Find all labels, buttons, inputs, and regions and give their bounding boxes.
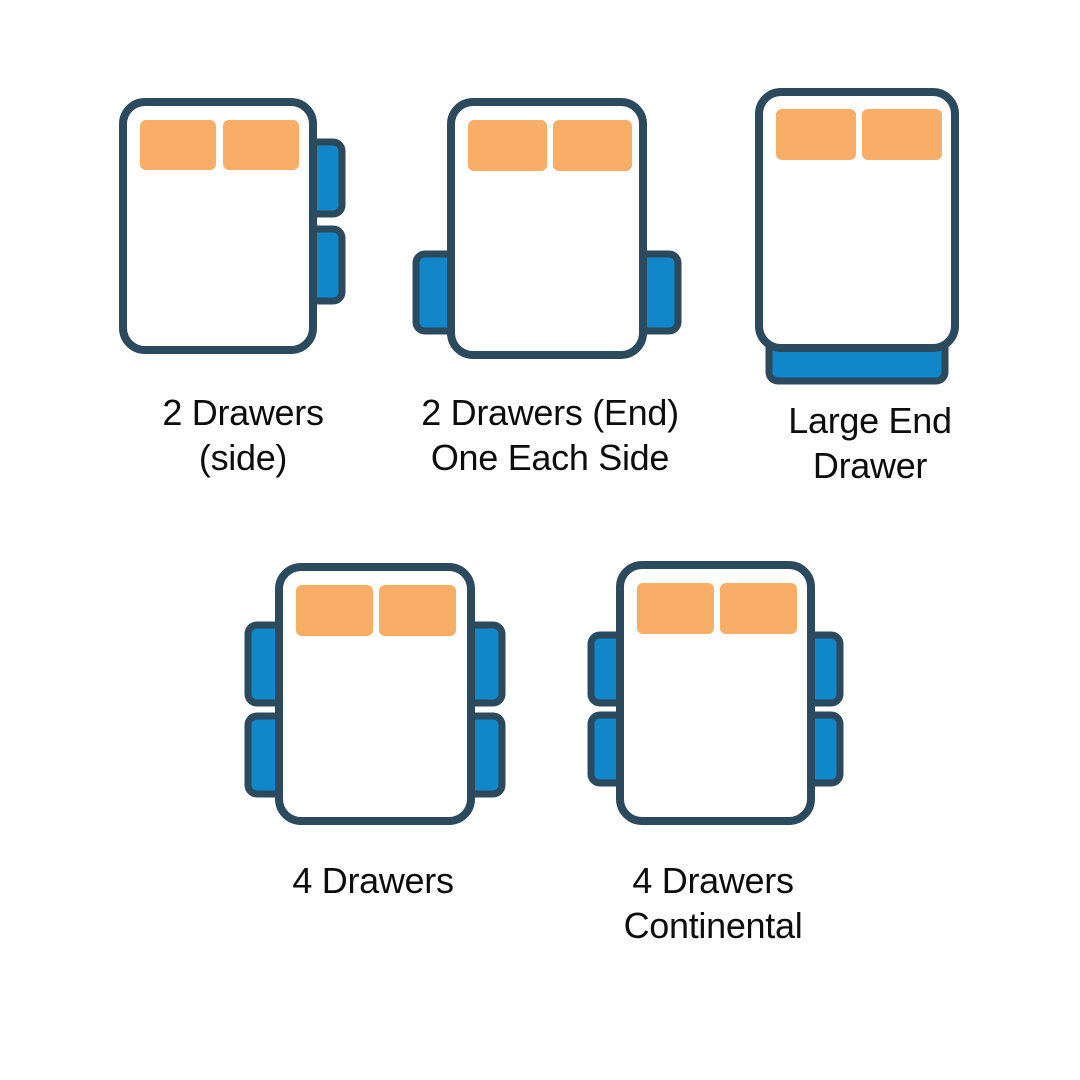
pillow-right bbox=[553, 120, 632, 171]
pillow-right bbox=[720, 583, 797, 634]
bed-diagram-large-end-drawer bbox=[755, 88, 959, 385]
pillow-right bbox=[862, 109, 942, 160]
bed-option-label-two-drawers-side: 2 Drawers (side) bbox=[162, 392, 324, 479]
pillow-left bbox=[776, 109, 856, 160]
pillow-left bbox=[637, 583, 714, 634]
pillow-left bbox=[468, 120, 547, 171]
bed-option-large-end-drawer[interactable]: Large End Drawer bbox=[745, 80, 995, 510]
bed-option-label-four-drawers: 4 Drawers bbox=[292, 860, 454, 901]
bed-option-four-drawers-continental[interactable]: 4 Drawers Continental bbox=[578, 553, 848, 963]
bed-diagram-four-drawers bbox=[244, 563, 506, 825]
pillow-right bbox=[379, 585, 456, 636]
bed-option-four-drawers[interactable]: 4 Drawers bbox=[238, 553, 508, 953]
bed-option-label-two-drawers-end: 2 Drawers (End) One Each Side bbox=[421, 392, 679, 479]
bed-option-label-four-drawers-continental: 4 Drawers Continental bbox=[623, 860, 803, 947]
bed-diagram-two-drawers-end bbox=[412, 98, 682, 359]
bed-option-two-drawers-end[interactable]: 2 Drawers (End) One Each Side bbox=[405, 90, 695, 500]
bed-diagram-four-drawers-continental bbox=[587, 561, 844, 825]
pillow-left bbox=[140, 120, 216, 170]
bed-option-label-large-end-drawer: Large End Drawer bbox=[788, 400, 952, 487]
bed-option-two-drawers-side[interactable]: 2 Drawers (side) bbox=[105, 90, 375, 500]
pillow-right bbox=[223, 120, 299, 170]
pillow-left bbox=[296, 585, 373, 636]
bed-diagram-two-drawers-side bbox=[119, 98, 346, 354]
